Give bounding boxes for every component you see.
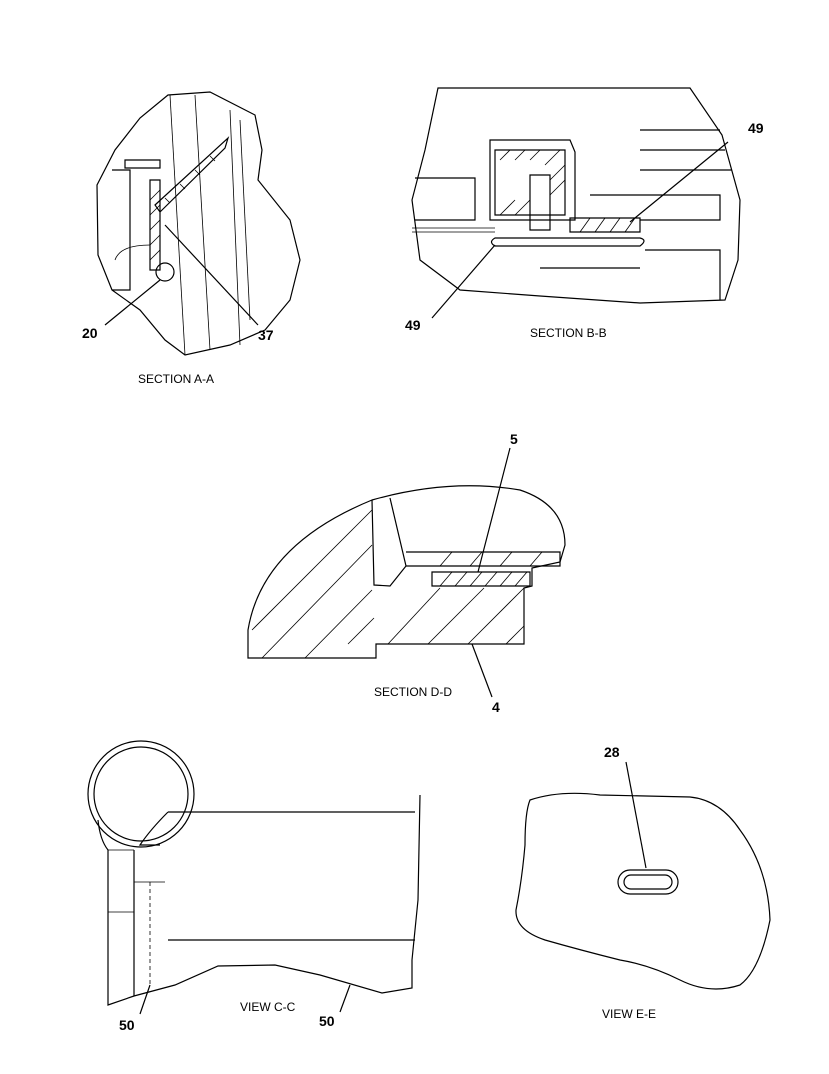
section-dd-callout-5: 5: [510, 431, 518, 447]
section-aa-callout-20: 20: [82, 325, 98, 341]
section-bb-drawing: [411, 87, 741, 319]
view-ee-drawing: [515, 761, 771, 990]
view-cc-drawing: [87, 740, 421, 1015]
section-aa-drawing: [96, 91, 301, 356]
section-bb-callout-49-right: 49: [748, 120, 764, 136]
view-ee-callout-28: 28: [604, 744, 620, 760]
view-ee-caption: VIEW E-E: [602, 1007, 656, 1021]
section-dd-drawing: [247, 447, 566, 698]
section-dd-callout-4: 4: [492, 699, 500, 715]
section-dd-caption: SECTION D-D: [374, 685, 452, 699]
view-cc-callout-50-left: 50: [119, 1017, 135, 1033]
view-cc-callout-50-right: 50: [319, 1013, 335, 1029]
section-bb-callout-49-left: 49: [405, 317, 421, 333]
section-bb-caption: SECTION B-B: [530, 326, 607, 340]
view-cc-caption: VIEW C-C: [240, 1000, 296, 1014]
section-aa-caption: SECTION A-A: [138, 372, 214, 386]
section-aa-callout-37: 37: [258, 327, 274, 343]
